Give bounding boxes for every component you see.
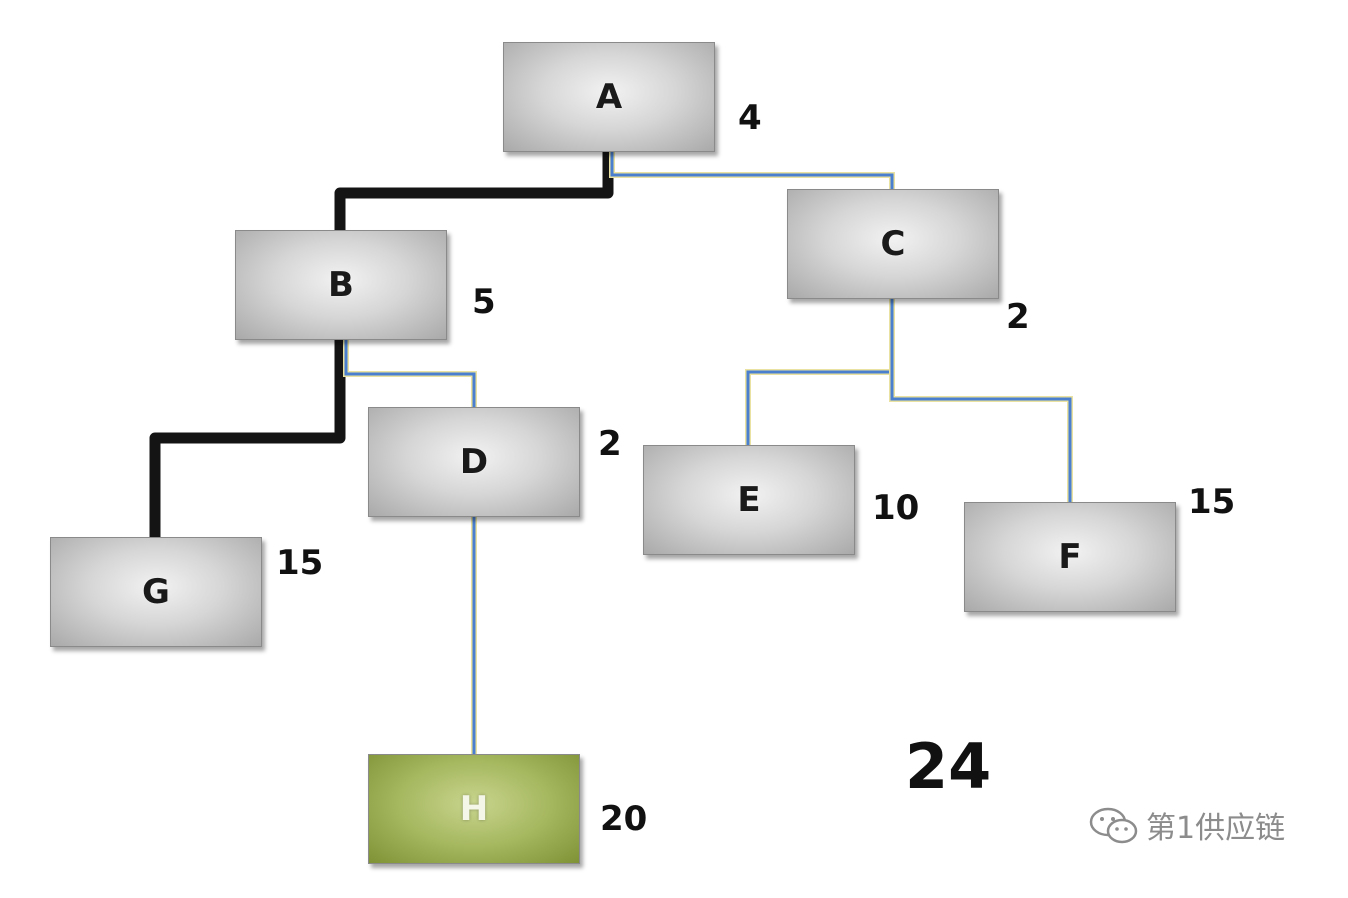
weight-g: 15 [276, 543, 324, 583]
node-h: H [368, 754, 580, 864]
edge-c-e [746, 299, 894, 445]
weight-c: 2 [1006, 297, 1030, 337]
node-g: G [50, 537, 262, 647]
weight-d: 2 [598, 424, 622, 464]
weight-h: 20 [600, 799, 648, 839]
node-f: F [964, 502, 1176, 612]
weight-a: 4 [738, 98, 762, 138]
node-d: D [368, 407, 580, 517]
edge-b-g-bold [149, 340, 346, 537]
watermark: 第1供应链 [1088, 803, 1285, 847]
weight-b: 5 [472, 282, 496, 322]
wechat-icon [1089, 807, 1138, 844]
edge-a-c-glow [609, 152, 895, 189]
total-value: 24 [905, 730, 992, 803]
node-c: C [787, 189, 999, 299]
watermark-text: 第1供应链 [1146, 811, 1286, 846]
node-e: E [643, 445, 855, 555]
weight-e: 10 [872, 488, 920, 528]
edge-a-b-bold [334, 152, 614, 230]
edge-a-c [610, 152, 894, 189]
edge-b-d [344, 340, 476, 407]
node-a: A [503, 42, 715, 152]
weight-f: 15 [1188, 482, 1236, 522]
edge-c-f [890, 299, 1072, 502]
node-b: B [235, 230, 447, 340]
